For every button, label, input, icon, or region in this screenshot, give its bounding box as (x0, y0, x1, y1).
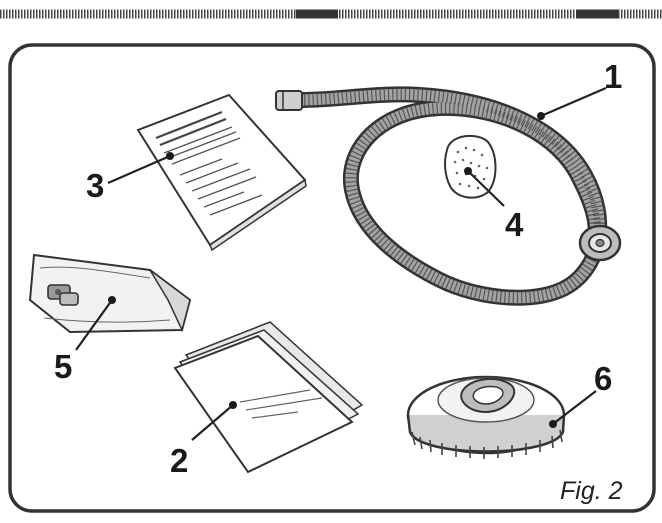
leader-dots (108, 112, 557, 428)
clip-part (47, 284, 79, 306)
leader-line-5 (75, 299, 113, 351)
callout-label-6: 6 (594, 360, 612, 397)
leader-line-3 (107, 154, 171, 185)
figure-caption: Fig. 2 (560, 477, 623, 505)
leader-line-2 (191, 404, 234, 441)
booklet-illustration (173, 321, 364, 474)
filter-illustration (444, 134, 497, 199)
callout-label-4: 4 (505, 206, 524, 243)
callout-label-2: 2 (170, 442, 188, 479)
document-illustration (136, 93, 307, 252)
leader-line-6 (552, 390, 597, 425)
bag-illustration (28, 253, 192, 334)
top-border-strip (0, 9, 662, 19)
leader-line-4 (467, 170, 505, 207)
brush-illustration (406, 375, 566, 459)
callout-label-3: 3 (86, 167, 104, 204)
hose-illustration (275, 86, 622, 306)
leader-line-1 (540, 86, 607, 118)
callout-label-1: 1 (604, 58, 622, 95)
callout-label-5: 5 (54, 348, 72, 385)
leader-lines (75, 86, 607, 441)
